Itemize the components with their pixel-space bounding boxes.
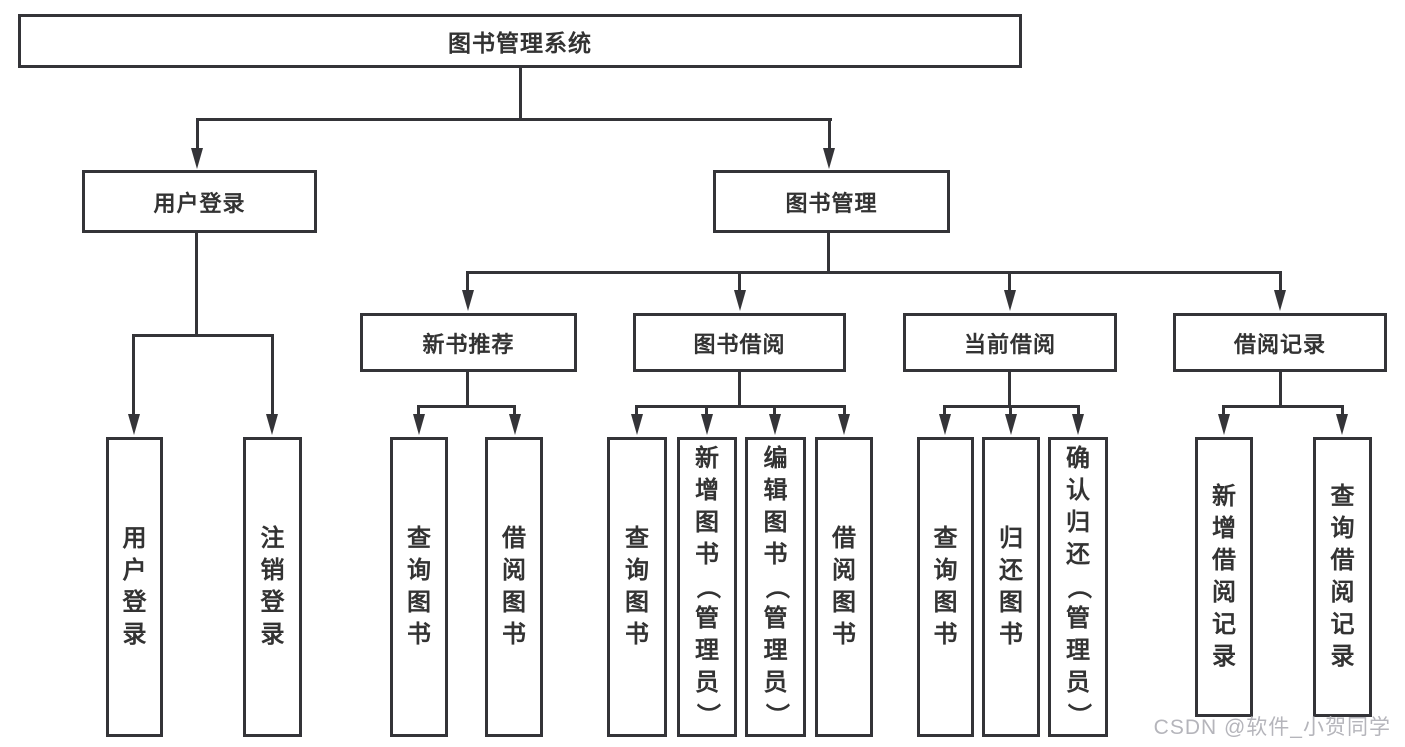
leaf-query-book-1: 查询图书 <box>390 437 448 737</box>
leaf-borrow-book-2: 借阅图书 <box>815 437 873 737</box>
arrow-down-icon <box>1274 290 1286 311</box>
connector-stem <box>513 405 516 417</box>
leaf-edit-book-admin-label: 编辑图书（管理员） <box>762 445 790 728</box>
connector-stem <box>417 405 420 417</box>
arrow-down-icon <box>266 414 278 435</box>
connector-stem <box>843 405 846 417</box>
arrow-down-icon <box>1072 414 1084 435</box>
connector-level2-rail <box>466 271 1282 274</box>
leaf-query-book-2-label: 查询图书 <box>625 525 649 648</box>
connector-stem <box>195 233 198 337</box>
connector-level1-rail <box>196 118 832 121</box>
node-book-borrowing: 图书借阅 <box>633 313 846 372</box>
node-new-book-recommend: 新书推荐 <box>360 313 577 372</box>
leaf-borrow-book-1-label: 借阅图书 <box>502 525 526 648</box>
connector-stem <box>1279 372 1282 408</box>
node-book-borrowing-label: 图书借阅 <box>693 331 786 357</box>
node-library-system-label: 图书管理系统 <box>448 30 592 56</box>
arrow-down-icon <box>1218 414 1230 435</box>
connector-stem <box>1222 405 1225 417</box>
connector-stem <box>635 405 638 417</box>
arrow-down-icon <box>734 290 746 311</box>
leaf-return-book: 归还图书 <box>982 437 1040 737</box>
connector-login-rail <box>132 334 274 337</box>
connector-stem <box>828 118 831 152</box>
arrow-down-icon <box>509 414 521 435</box>
arrow-down-icon <box>1004 290 1016 311</box>
leaf-query-book-1-label: 查询图书 <box>407 525 431 648</box>
arrow-down-icon <box>838 414 850 435</box>
connector-rail <box>1222 405 1344 408</box>
node-borrow-records: 借阅记录 <box>1173 313 1387 372</box>
connector-stem <box>1008 372 1011 408</box>
leaf-confirm-return-admin-label: 确认归还（管理员） <box>1065 445 1092 728</box>
leaf-query-book-2: 查询图书 <box>607 437 667 737</box>
connector-root-stem <box>519 68 522 119</box>
node-user-login-label: 用户登录 <box>153 190 246 216</box>
leaf-query-borrow-record: 查询借阅记录 <box>1313 437 1372 717</box>
connector-stem <box>1279 271 1282 292</box>
arrow-down-icon <box>191 148 203 169</box>
arrow-down-icon <box>939 414 951 435</box>
node-user-login: 用户登录 <box>82 170 317 233</box>
leaf-add-book-admin-label: 新增图书（管理员） <box>694 445 721 728</box>
connector-stem <box>705 405 708 417</box>
connector-rail <box>417 405 516 408</box>
connector-stem <box>773 405 776 417</box>
node-new-book-recommend-label: 新书推荐 <box>422 331 515 357</box>
connector-stem <box>1341 405 1344 417</box>
leaf-logout: 注销登录 <box>243 437 302 737</box>
arrow-down-icon <box>1336 414 1348 435</box>
leaf-query-borrow-record-label: 查询借阅记录 <box>1330 483 1355 670</box>
arrow-down-icon <box>631 414 643 435</box>
node-borrow-records-label: 借阅记录 <box>1233 331 1326 357</box>
node-current-borrowing-label: 当前借阅 <box>963 331 1056 357</box>
connector-stem <box>1009 405 1012 417</box>
connector-stem <box>271 334 274 416</box>
leaf-add-borrow-record-label: 新增借阅记录 <box>1212 483 1236 670</box>
connector-stem <box>466 271 469 292</box>
leaf-confirm-return-admin: 确认归还（管理员） <box>1048 437 1108 737</box>
leaf-user-login-label: 用户登录 <box>122 525 147 648</box>
leaf-add-book-admin: 新增图书（管理员） <box>677 437 737 737</box>
leaf-edit-book-admin: 编辑图书（管理员） <box>745 437 806 737</box>
connector-stem <box>466 372 469 408</box>
csdn-watermark: CSDN @软件_小贺同学 <box>1153 716 1391 739</box>
leaf-query-book-3: 查询图书 <box>917 437 974 737</box>
connector-stem <box>943 405 946 417</box>
leaf-logout-label: 注销登录 <box>260 525 285 648</box>
leaf-user-login: 用户登录 <box>106 437 163 737</box>
leaf-borrow-book-1: 借阅图书 <box>485 437 543 737</box>
leaf-borrow-book-2-label: 借阅图书 <box>832 525 856 648</box>
arrow-down-icon <box>701 414 713 435</box>
connector-rail <box>635 405 846 408</box>
arrow-down-icon <box>413 414 425 435</box>
node-library-system: 图书管理系统 <box>18 14 1022 68</box>
connector-stem <box>132 334 135 416</box>
connector-stem <box>1008 271 1011 292</box>
arrow-down-icon <box>1005 414 1017 435</box>
connector-stem <box>738 372 741 408</box>
arrow-down-icon <box>462 290 474 311</box>
connector-stem <box>827 233 830 274</box>
leaf-query-book-3-label: 查询图书 <box>933 525 958 648</box>
node-book-management: 图书管理 <box>713 170 950 233</box>
connector-stem <box>1077 405 1080 417</box>
leaf-return-book-label: 归还图书 <box>999 525 1023 648</box>
arrow-down-icon <box>769 414 781 435</box>
arrow-down-icon <box>823 148 835 169</box>
arrow-down-icon <box>128 414 140 435</box>
node-book-management-label: 图书管理 <box>785 190 878 216</box>
node-current-borrowing: 当前借阅 <box>903 313 1117 372</box>
leaf-add-borrow-record: 新增借阅记录 <box>1195 437 1253 717</box>
connector-stem <box>738 271 741 292</box>
connector-stem <box>196 118 199 152</box>
